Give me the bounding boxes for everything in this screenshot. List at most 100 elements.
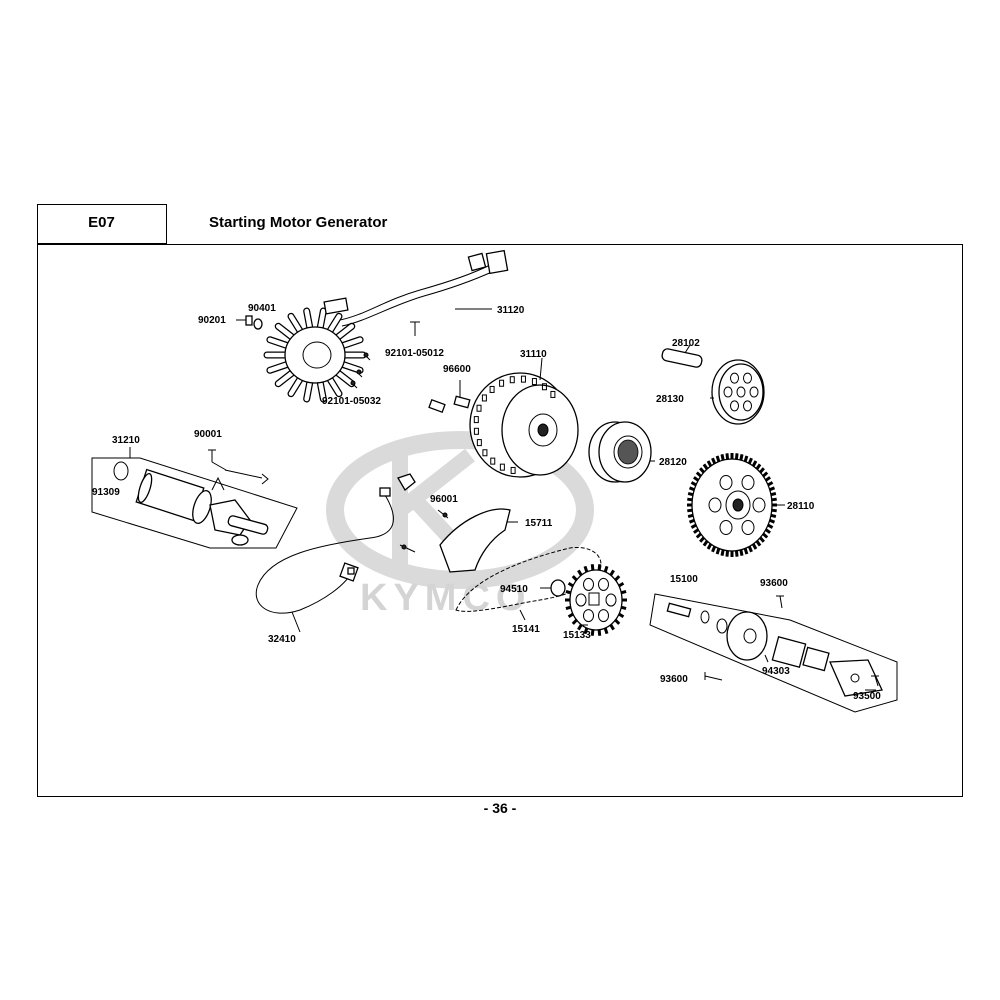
flywheel-slot [510,466,516,474]
flywheel-part [469,372,579,478]
flywheel-slot [481,394,487,402]
key-96600-part [428,380,471,413]
plate-hole [743,400,752,412]
plate-hole [730,372,739,384]
sprocket-hole [583,577,594,591]
guide-15711-part [439,508,518,573]
gear-hole [708,497,722,513]
stator-tooth-fill [335,324,355,340]
plate-center [736,386,746,398]
sprocket-15133-part [565,564,627,636]
plate-28130-part [710,359,765,425]
label-15133: 15133 [563,630,591,641]
label-31120: 31120 [497,305,525,316]
stator-part [263,249,509,403]
stator-tooth-fill [288,376,303,396]
stator-tooth-fill [304,308,313,330]
gear-28110-part [687,453,777,557]
label-94510: 94510 [500,584,528,595]
plate-hole [723,386,733,398]
stator-tooth-fill [267,337,290,348]
sprocket-hole [598,609,609,623]
label-31110: 31110 [520,349,547,360]
clutch-28120-part [588,421,652,483]
page-title: Starting Motor Generator [209,214,388,231]
label-96600: 96600 [443,364,471,375]
stator-tooth-fill [317,380,326,402]
gear-hole [741,520,755,536]
flywheel-slot [490,457,496,465]
screw-92101-05032-part [350,352,371,389]
label-94303: 94303 [762,666,790,677]
motor-assy-part [91,457,298,549]
label-96001: 96001 [430,494,458,505]
pin-94303-part [764,654,769,663]
page-number: - 36 - [483,800,517,816]
label-28102: 28102 [672,338,700,349]
label-15711: 15711 [525,518,553,529]
label-28110: 28110 [787,501,815,512]
sprocket-hole [575,593,587,607]
stator-tooth-fill [335,370,355,386]
stator-tooth-fill [288,314,303,334]
part-labels: 31120 90201 90401 92101-05012 92101-0503… [92,303,881,702]
bolt-93600-top-part [776,595,784,609]
section-code: E07 [88,214,115,231]
label-28120: 28120 [659,457,687,468]
label-15100: 15100 [670,574,698,585]
cable-32410-part [255,473,416,614]
gear-hole [719,520,733,536]
gear-hole [719,474,733,490]
gear-hole [741,474,755,490]
flywheel-slot [473,427,479,435]
stator-tooth-fill [275,324,295,340]
flywheel-slot [473,416,479,424]
pin-28102-part [661,348,703,368]
plate-hole [730,400,739,412]
label-90401: 90401 [248,303,276,314]
watermark-text: KYMCO [360,577,531,619]
flywheel-slot [541,383,547,391]
label-93600-top: 93600 [760,578,788,589]
washer-90401-part [253,318,263,330]
flywheel-slot [520,375,526,383]
bolt-90201-part [236,315,253,326]
sprocket-hole [583,609,594,623]
label-92101-05012: 92101-05012 [385,348,444,359]
flywheel-slot [489,385,495,393]
label-93600-bottom: 93600 [660,674,688,685]
kymco-watermark: KYMCO [326,431,594,619]
stator-tooth-fill [304,380,313,402]
flywheel-slot [499,463,505,471]
stator-tooth-fill [327,376,342,396]
gear-hole [752,497,766,513]
chain-15141-part [455,546,602,612]
plate-hole [749,386,759,398]
screw-92101-05012-part [410,321,420,336]
stator-tooth-fill [275,370,295,386]
flywheel-slot [499,379,505,387]
bolt-93600-bottom-part [704,672,723,681]
sprocket-hole [598,577,609,591]
flywheel-slot [476,404,482,412]
stator-tooth-fill [340,362,363,373]
flywheel-slot [482,449,488,457]
oring-91309-part [113,461,129,481]
diagram-frame [37,244,963,797]
flywheel-slot [550,390,556,398]
label-31210: 31210 [112,435,140,446]
plate-hole [743,372,752,384]
washer-94510-part [550,579,566,597]
label-28130: 28130 [656,394,684,405]
label-15141: 15141 [512,624,540,635]
label-90201: 90201 [198,315,226,326]
sprocket-hole [605,593,617,607]
leader-lines [129,308,876,691]
flywheel-slot [509,376,515,384]
bolt-90001-part [208,449,269,485]
label-92101-05032: 92101-05032 [322,396,381,407]
stator-tooth-fill [340,337,363,348]
flywheel-slot [476,439,482,447]
